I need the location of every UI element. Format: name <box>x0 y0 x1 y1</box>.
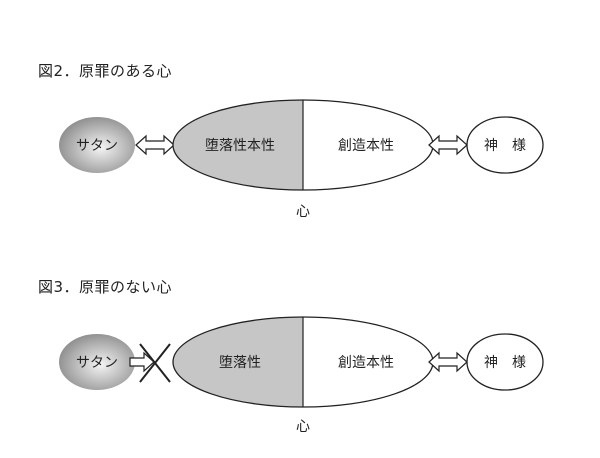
satan-label: サタン <box>76 355 118 371</box>
god-label: 神 様 <box>484 355 526 371</box>
fallen-nature-label: 堕落性 <box>219 354 261 371</box>
satan-circle <box>59 334 135 390</box>
satan-circle <box>59 117 135 173</box>
original-nature-label: 創造本性 <box>338 355 394 371</box>
blocked-arrow <box>129 351 155 373</box>
figure2-title: 図2．原罪のある心 <box>38 62 173 80</box>
heart-label: 心 <box>296 419 310 435</box>
double-arrow-left <box>135 134 175 156</box>
heart-fallen-fill <box>173 317 303 407</box>
figure2-diagram: サタン 堕落性本性 創造本性 神 様 心 <box>59 99 544 220</box>
figure3-title: 図3．原罪のない心 <box>38 278 173 296</box>
god-label: 神 様 <box>484 138 526 154</box>
double-arrow-right <box>428 134 468 156</box>
original-nature-label: 創造本性 <box>338 138 394 154</box>
satan-label: サタン <box>76 138 118 154</box>
heart-fallen-fill <box>173 100 303 190</box>
figure3-diagram: サタン 堕落性 創造本性 神 様 心 <box>59 316 544 435</box>
double-arrow-right <box>428 351 468 373</box>
god-circle <box>466 333 544 391</box>
fallen-nature-label: 堕落性本性 <box>205 137 275 154</box>
cross-mark-icon <box>139 343 171 383</box>
god-circle <box>466 116 544 174</box>
heart-label: 心 <box>296 204 310 220</box>
